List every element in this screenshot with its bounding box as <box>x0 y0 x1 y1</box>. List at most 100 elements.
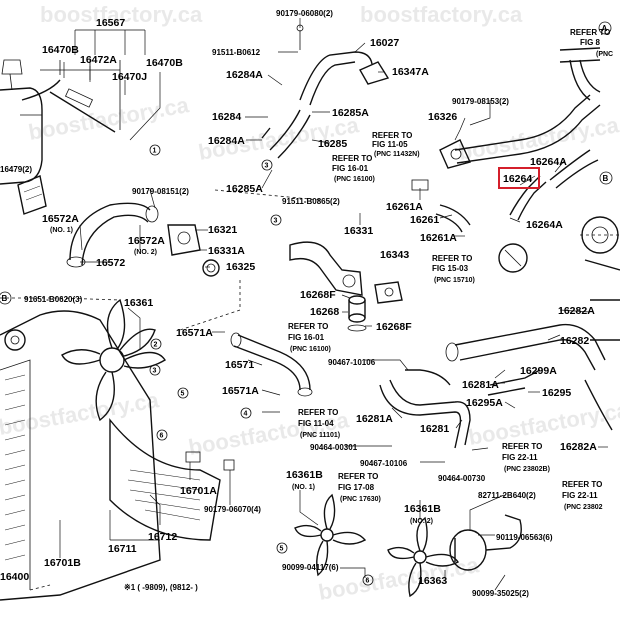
label-16572[interactable]: 16572 <box>96 257 125 269</box>
label-16321[interactable]: 16321 <box>208 224 237 236</box>
label-refer-1708-b[interactable]: FIG 17-08 <box>338 483 375 492</box>
label-16282A-b[interactable]: 16282A <box>560 441 597 453</box>
label-16472A[interactable]: 16472A <box>80 54 117 66</box>
label-16295[interactable]: 16295 <box>542 387 571 399</box>
label-refer-2211a-a[interactable]: REFER TO <box>502 442 542 451</box>
label-16281A-b[interactable]: 16281A <box>356 413 393 425</box>
label-refer-1601b-b[interactable]: FIG 16-01 <box>288 333 325 342</box>
label-refer-1104-a[interactable]: REFER TO <box>298 408 338 417</box>
label-16027[interactable]: 16027 <box>370 37 399 49</box>
label-16325[interactable]: 16325 <box>226 261 255 273</box>
callouts: 1 2 3 3 3 4 5 5 6 6 A B B <box>0 21 613 586</box>
label-16284A-b[interactable]: 16284A <box>208 135 245 147</box>
label-16361[interactable]: 16361 <box>124 297 153 309</box>
label-refer-2211b-b[interactable]: FIG 22-11 <box>562 491 598 500</box>
label-16400[interactable]: 16400 <box>0 571 29 583</box>
label-16282[interactable]: 16282 <box>560 335 589 347</box>
label-16261A-b[interactable]: 16261A <box>420 232 457 244</box>
label-16261[interactable]: 16261 <box>410 214 439 226</box>
label-16282A[interactable]: 16282A <box>558 305 595 317</box>
watermark: boostfactory.ca <box>0 387 161 440</box>
label-16567[interactable]: 16567 <box>96 17 125 29</box>
label-16470B-a[interactable]: 16470B <box>42 44 79 56</box>
label-refer-1104-c[interactable]: (PNC 11101) <box>300 432 340 439</box>
label-refer-top-c[interactable]: (PNC <box>596 51 613 58</box>
label-refer-top-b[interactable]: FIG 8 <box>580 38 601 47</box>
label-90464-00301[interactable]: 90464-00301 <box>310 443 358 452</box>
label-16347A[interactable]: 16347A <box>392 66 429 78</box>
label-16261A-a[interactable]: 16261A <box>386 201 423 213</box>
label-refer-2211b-c[interactable]: (PNC 23802 <box>564 504 603 511</box>
label-16268F-b[interactable]: 16268F <box>376 321 412 333</box>
label-16281[interactable]: 16281 <box>420 423 449 435</box>
label-16331[interactable]: 16331 <box>344 225 373 237</box>
label-16285A-a[interactable]: 16285A <box>332 107 369 119</box>
label-refer-1708-c[interactable]: (PNC 17630) <box>340 496 381 503</box>
label-16281A-a[interactable]: 16281A <box>462 379 499 391</box>
label-91511-B0865[interactable]: 91511-B0865(2) <box>282 197 340 206</box>
label-16299A[interactable]: 16299A <box>520 365 557 377</box>
label-refer-2211b-a[interactable]: REFER TO <box>562 480 602 489</box>
label-refer-1601a-c[interactable]: (PNC 16100) <box>334 176 375 183</box>
label-82711-2B640[interactable]: 82711-2B640(2) <box>478 491 536 500</box>
label-refer-2211a-b[interactable]: FIG 22-11 <box>502 453 538 462</box>
label-refer-1601b-c[interactable]: (PNC 16100) <box>290 346 331 353</box>
label-16264A-a[interactable]: 16264A <box>530 156 567 168</box>
fan-shroud <box>109 418 235 541</box>
label-16363[interactable]: 16363 <box>418 575 447 587</box>
label-16295A[interactable]: 16295A <box>466 397 503 409</box>
label-16571A-b[interactable]: 16571A <box>222 385 259 397</box>
label-91651-B0620[interactable]: 91651-B0620(3) <box>24 295 83 304</box>
label-16572A-b[interactable]: 16572A <box>128 235 165 247</box>
label-refer-1708-a[interactable]: REFER TO <box>338 472 378 481</box>
label-90119-06563[interactable]: 90119-06563(6) <box>496 533 553 542</box>
label-refer-1105-b[interactable]: FIG 11-05 <box>372 140 408 149</box>
label-90179-08153[interactable]: 90179-08153(2) <box>452 97 509 106</box>
label-91511-B0612[interactable]: 91511-B0612 <box>212 48 261 57</box>
label-90099-35025[interactable]: 90099-35025(2) <box>472 589 529 598</box>
label-16361B-a[interactable]: 16361B <box>286 469 323 481</box>
label-16326[interactable]: 16326 <box>428 111 457 123</box>
label-16284[interactable]: 16284 <box>212 111 241 123</box>
label-16712[interactable]: 16712 <box>148 531 177 543</box>
label-90179-06070[interactable]: 90179-06070(4) <box>204 505 261 514</box>
label-16479[interactable]: 16479(2) <box>0 165 32 174</box>
label-90179-06080[interactable]: 90179-06080(2) <box>276 9 333 18</box>
label-refer-1601b-a[interactable]: REFER TO <box>288 322 328 331</box>
label-refer-1105-c[interactable]: (PNC 11432N) <box>374 151 420 158</box>
label-90179-08151[interactable]: 90179-08151(2) <box>132 187 189 196</box>
label-refer-1503-c[interactable]: (PNC 15710) <box>434 277 475 284</box>
label-refer-top-a[interactable]: REFER TO <box>570 28 610 37</box>
label-16284A-a[interactable]: 16284A <box>226 69 263 81</box>
label-16711[interactable]: 16711 <box>108 543 137 555</box>
label-16571[interactable]: 16571 <box>225 359 254 371</box>
callout-6: 6 <box>156 429 168 441</box>
label-90467-10106-a[interactable]: 90467-10106 <box>328 358 376 367</box>
label-16264A-b[interactable]: 16264A <box>526 219 563 231</box>
label-16701B[interactable]: 16701B <box>44 557 81 569</box>
label-90467-10106-b[interactable]: 90467-10106 <box>360 459 408 468</box>
label-16268[interactable]: 16268 <box>310 306 339 318</box>
water-pipe-16282 <box>445 299 620 431</box>
label-refer-1503-b[interactable]: FIG 15-03 <box>432 264 469 273</box>
label-refer-2211a-c[interactable]: (PNC 23802B) <box>504 466 550 473</box>
label-refer-1601a-b[interactable]: FIG 16-01 <box>332 164 369 173</box>
label-16572A-a[interactable]: 16572A <box>42 213 79 225</box>
label-16285A-b[interactable]: 16285A <box>226 183 263 195</box>
label-16264-highlighted[interactable]: 16264 <box>503 173 532 185</box>
label-90464-00730[interactable]: 90464-00730 <box>438 474 486 483</box>
label-16470J[interactable]: 16470J <box>112 71 147 83</box>
label-refer-1105-a[interactable]: REFER TO <box>372 131 412 140</box>
label-refer-1503-a[interactable]: REFER TO <box>432 254 472 263</box>
label-16331A[interactable]: 16331A <box>208 245 245 257</box>
label-refer-1601a-a[interactable]: REFER TO <box>332 154 372 163</box>
label-16470B-b[interactable]: 16470B <box>146 57 183 69</box>
label-16285[interactable]: 16285 <box>318 138 347 150</box>
label-90099-04117[interactable]: 90099-04117(6) <box>282 563 339 572</box>
label-16268F-a[interactable]: 16268F <box>300 289 336 301</box>
label-refer-1104-b[interactable]: FIG 11-04 <box>298 419 334 428</box>
label-16361B-b[interactable]: 16361B <box>404 503 441 515</box>
label-16343[interactable]: 16343 <box>380 249 409 261</box>
label-16701A[interactable]: 16701A <box>180 485 217 497</box>
label-16571A-a[interactable]: 16571A <box>176 327 213 339</box>
